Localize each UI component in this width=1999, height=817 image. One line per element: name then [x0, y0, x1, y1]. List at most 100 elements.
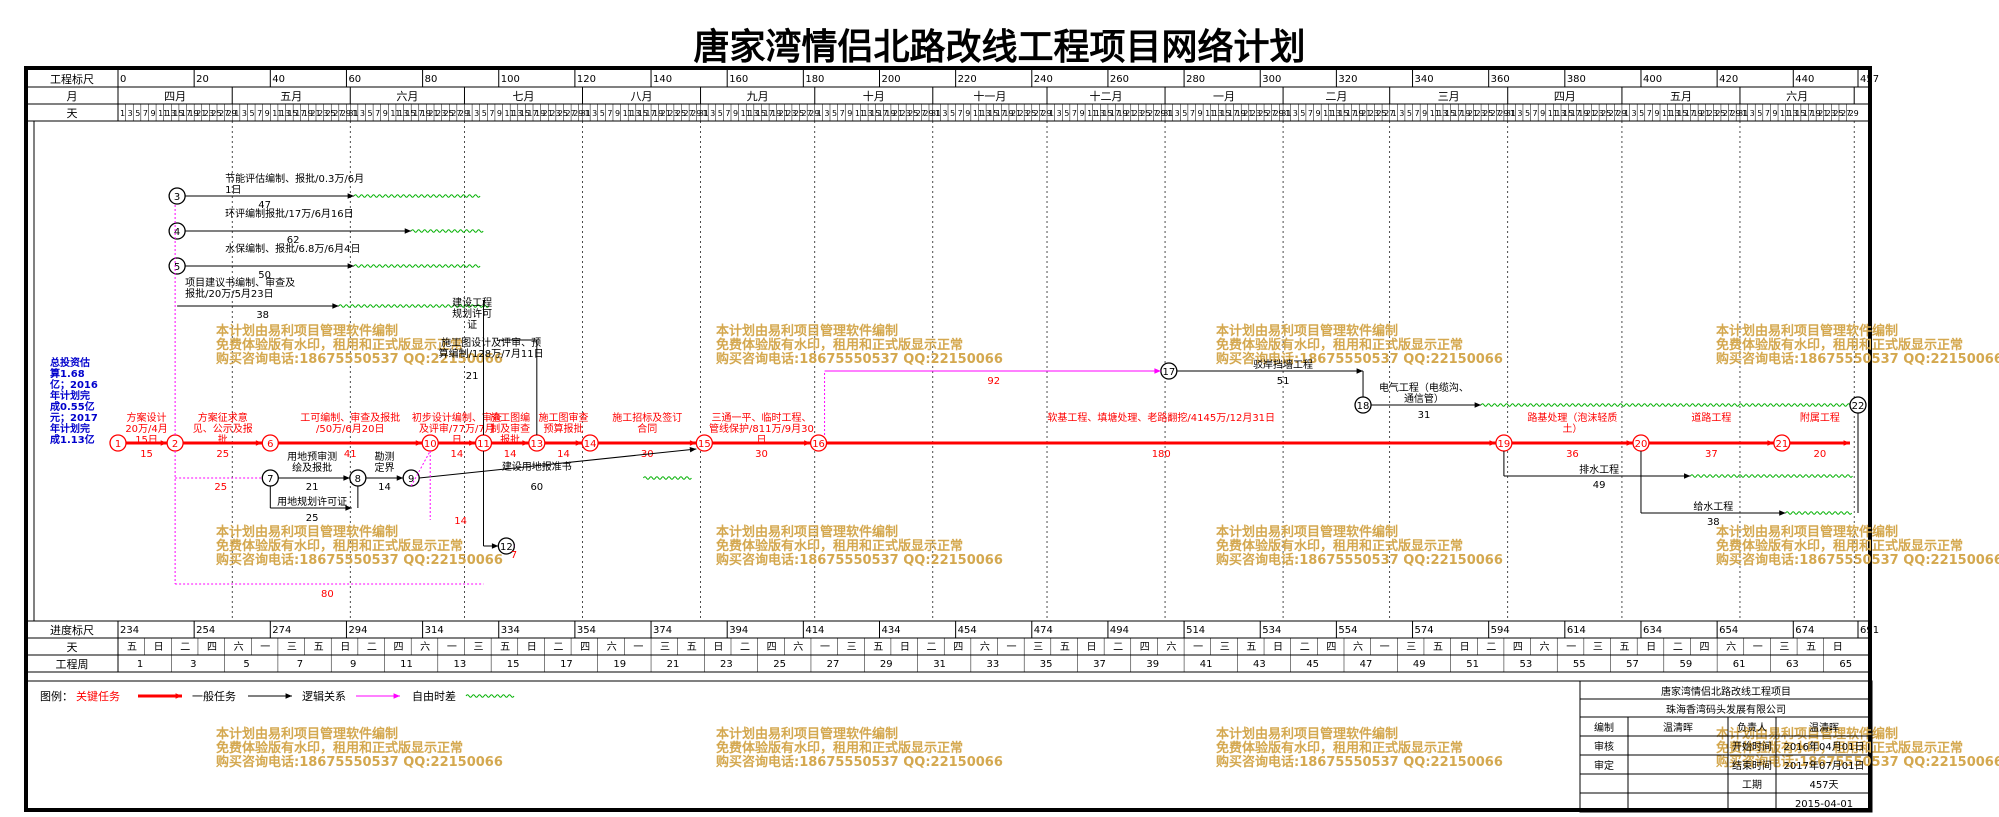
label-line: 234 [120, 625, 139, 636]
week-number: 9 [350, 659, 356, 670]
label-line: 7 [1308, 109, 1313, 118]
label-line: 15 [406, 109, 416, 118]
task-label: 建设工程规划许可证 [452, 296, 492, 331]
node-id: 7 [267, 474, 273, 485]
label-line: 11 [1205, 109, 1215, 118]
bottom-tick-label: 374 [653, 625, 672, 636]
label-line: 394 [729, 625, 748, 636]
arrow-head [175, 693, 182, 699]
label-line: 本计划由易利项目管理软件编制 [1716, 726, 1898, 742]
label-line: 六 [1166, 641, 1176, 653]
label-line: 17 [1228, 109, 1238, 118]
bottom-tick-label: 691 [1860, 625, 1879, 636]
label-line: 11 [1548, 109, 1558, 118]
label-line: 日 [527, 642, 537, 653]
label-line: 19 [1692, 109, 1702, 118]
watermark: 本计划由易利项目管理软件编制 [716, 323, 898, 339]
label-line: 免费体验版有水印，租用和正式版显示正常 [1216, 337, 1463, 353]
top-tick-label: 160 [729, 74, 748, 85]
label-line: 180 [805, 74, 824, 85]
label-line: 25 [908, 109, 918, 118]
day-number: 23 [1251, 109, 1261, 118]
day-number: 23 [550, 109, 560, 118]
label-line: 9 [1079, 109, 1084, 118]
label-line: 三 [1033, 642, 1043, 653]
day-number: 29 [923, 109, 933, 118]
label-line: 5 [1639, 109, 1644, 118]
label-line: 25 [1258, 109, 1268, 118]
top-tick-label: 200 [881, 74, 900, 85]
day-number: 25 [558, 109, 568, 118]
label-line: 7 [1190, 109, 1195, 118]
critical-task-label: 施工图审查预算报批 [538, 411, 588, 435]
critical-task-label: 施工招标及签订合同 [612, 411, 682, 435]
critical-task-label: 附属工程 [1800, 411, 1840, 424]
label-line: 1 [234, 109, 239, 118]
info-cell: 457天 [1809, 780, 1838, 791]
watermark: 免费体验版有水印，租用和正式版显示正常 [716, 337, 963, 353]
day-number: 7 [958, 109, 963, 118]
label-line: 三 [473, 642, 483, 653]
node-id: 1 [115, 439, 121, 450]
watermark: 购买咨询电话:18675550537 QQ:22150066 [1216, 754, 1503, 770]
day-number: 1 [120, 109, 125, 118]
arrow-head [575, 440, 583, 446]
label-line: 19 [303, 109, 313, 118]
label-line: 11 [1662, 109, 1672, 118]
label-line: 施工招标及签订 [612, 411, 682, 424]
day-number: 27 [1148, 109, 1158, 118]
weekday: 六 [793, 641, 803, 653]
day-number: 5 [367, 109, 372, 118]
label-line: 二 [1486, 642, 1496, 653]
day-number: 19 [1460, 109, 1470, 118]
weekday: 一 [1007, 642, 1017, 653]
label-line: 三 [660, 642, 670, 653]
day-number: 25 [1258, 109, 1268, 118]
label-line: 80 [321, 589, 334, 600]
task-duration: 49 [1593, 480, 1606, 491]
weekday: 三 [1220, 642, 1230, 653]
label-line: 免费体验版有水印，租用和正式版显示正常 [216, 538, 463, 554]
label-line: 514 [1186, 625, 1205, 636]
label-line: 474 [1034, 625, 1053, 636]
label-line: /50万/6月20日 [316, 423, 385, 435]
top-tick-label: 360 [1491, 74, 1510, 85]
task-duration: 47 [258, 200, 271, 211]
label-line: 280 [1186, 74, 1205, 85]
day-number: 1 [817, 109, 822, 118]
free-float-wave [410, 229, 484, 233]
label-line: 1 [1167, 109, 1172, 118]
label-line: 方案设计 [127, 411, 167, 424]
label-line: 四 [1326, 642, 1336, 653]
label-line: 一 [633, 642, 643, 653]
label-line: 5 [249, 109, 254, 118]
day-number: 15 [870, 109, 880, 118]
weekday: 五 [127, 642, 137, 653]
label-line: 23 [1475, 109, 1485, 118]
label-line: 15 [1102, 109, 1112, 118]
critical-task-label: 施工图编制及审查报批 [490, 411, 530, 446]
day-number: 29 [1849, 109, 1859, 118]
label-line: 23 [901, 109, 911, 118]
day-number: 27 [916, 109, 926, 118]
label-line: 1 [115, 439, 121, 450]
day-number: 5 [1757, 109, 1762, 118]
label-line: 工程标尺 [50, 72, 94, 86]
weekday: 二 [1300, 642, 1310, 653]
watermark: 免费体验版有水印，租用和正式版显示正常 [1216, 740, 1463, 756]
label-line: 29 [880, 659, 893, 670]
free-float-value: 7 [511, 550, 517, 561]
label-line: 二 [1300, 642, 1310, 653]
bottom-tick-label: 354 [577, 625, 596, 636]
label-line: 100 [501, 74, 520, 85]
label-line: 15 [1795, 109, 1805, 118]
day-number: 11 [390, 109, 400, 118]
day-number: 9 [1316, 109, 1321, 118]
node-circle [261, 434, 279, 452]
label-line: 5 [1300, 109, 1305, 118]
day-number: 21 [310, 109, 320, 118]
label-line: 3 [128, 109, 133, 118]
label-line: 1 [1742, 109, 1747, 118]
day-number: 7 [257, 109, 262, 118]
summary-line: 总投资估 [50, 356, 90, 369]
